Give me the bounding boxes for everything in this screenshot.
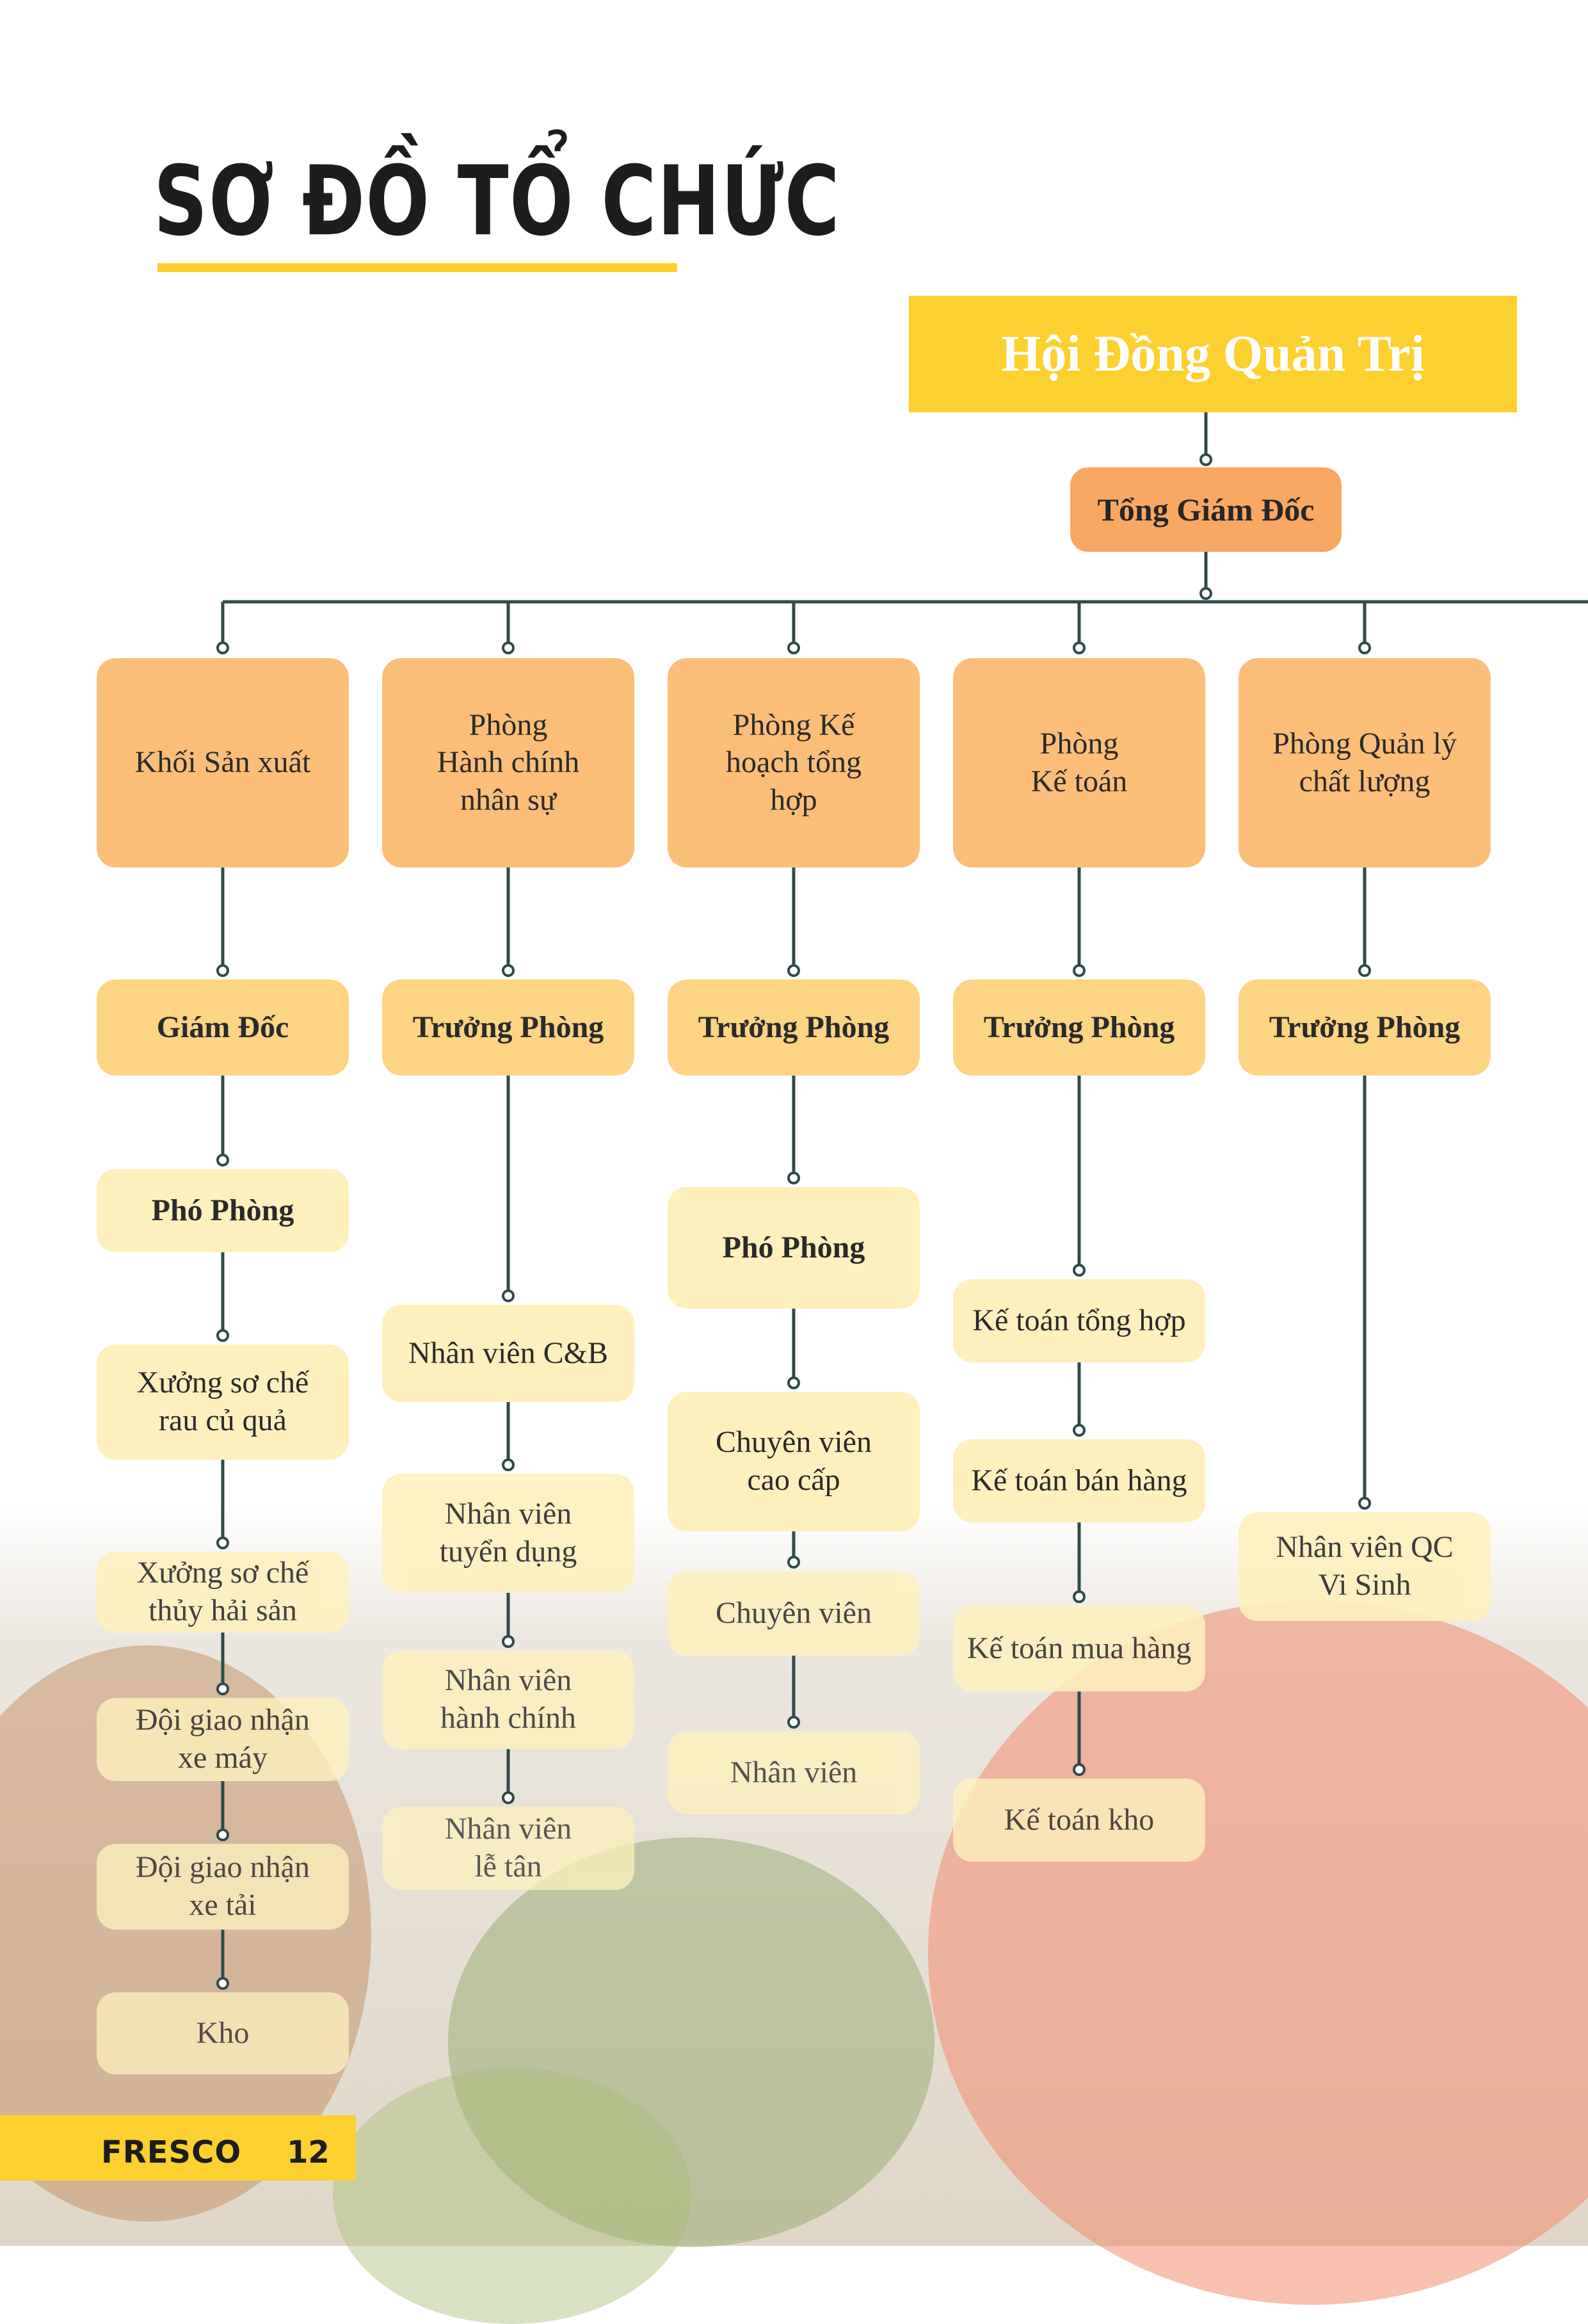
footer-bar bbox=[0, 2115, 356, 2181]
production-item-1: Phó Phòng bbox=[97, 1169, 349, 1252]
hr-admin-item-1: Nhân viên C&B bbox=[382, 1305, 634, 1402]
accounting-item-1: Kế toán tổng hợp bbox=[953, 1279, 1205, 1362]
head-accounting: Trưởng Phòng bbox=[953, 980, 1205, 1076]
hr-admin-item-2: Nhân viên tuyển dụng bbox=[382, 1474, 634, 1593]
dept-hr-admin: Phòng Hành chính nhân sự bbox=[382, 658, 634, 867]
footer-brand: FRESCO bbox=[101, 2134, 242, 2170]
head-planning: Trưởng Phòng bbox=[668, 980, 920, 1076]
board-of-directors-box: Hội Đồng Quản Trị bbox=[909, 296, 1517, 412]
hr-admin-item-4: Nhân viên lễ tân bbox=[382, 1807, 634, 1890]
page-title: SƠ ĐỒ TỔ CHỨC bbox=[154, 146, 841, 257]
head-hr-admin: Trưởng Phòng bbox=[382, 980, 634, 1076]
quality-item-1: Nhân viên QC Vi Sinh bbox=[1239, 1512, 1491, 1621]
production-item-5: Đội giao nhận xe tải bbox=[97, 1844, 349, 1930]
production-item-2: Xưởng sơ chế rau củ quả bbox=[97, 1344, 349, 1460]
page-number: 12 bbox=[287, 2134, 330, 2170]
accounting-item-4: Kế toán kho bbox=[953, 1779, 1205, 1862]
planning-item-2: Chuyên viên cao cấp bbox=[668, 1392, 920, 1531]
head-quality: Trưởng Phòng bbox=[1239, 980, 1491, 1076]
node-dot bbox=[1199, 587, 1212, 600]
dept-planning: Phòng Kế hoạch tổng hợp bbox=[668, 658, 920, 867]
dept-production: Khối Sản xuất bbox=[97, 658, 349, 867]
production-item-3: Xưởng sơ chế thủy hải sản bbox=[97, 1552, 349, 1633]
planning-item-3: Chuyên viên bbox=[668, 1571, 920, 1656]
accounting-item-2: Kế toán bán hàng bbox=[953, 1439, 1205, 1522]
title-underline bbox=[157, 263, 677, 272]
hr-admin-item-3: Nhân viên hành chính bbox=[382, 1650, 634, 1749]
dept-accounting: Phòng Kế toán bbox=[953, 658, 1205, 867]
production-item-6: Kho bbox=[97, 1992, 349, 2074]
accounting-item-3: Kế toán mua hàng bbox=[953, 1606, 1205, 1691]
planning-item-4: Nhân viên bbox=[668, 1731, 920, 1814]
connector-lines bbox=[216, 412, 1588, 1990]
production-item-4: Đội giao nhận xe máy bbox=[97, 1698, 349, 1781]
planning-item-1: Phó Phòng bbox=[668, 1187, 920, 1309]
dept-quality: Phòng Quản lý chất lượng bbox=[1239, 658, 1491, 867]
node-dot bbox=[1199, 453, 1212, 466]
head-production: Giám Đốc bbox=[97, 980, 349, 1076]
ceo-box: Tổng Giám Đốc bbox=[1070, 467, 1342, 552]
